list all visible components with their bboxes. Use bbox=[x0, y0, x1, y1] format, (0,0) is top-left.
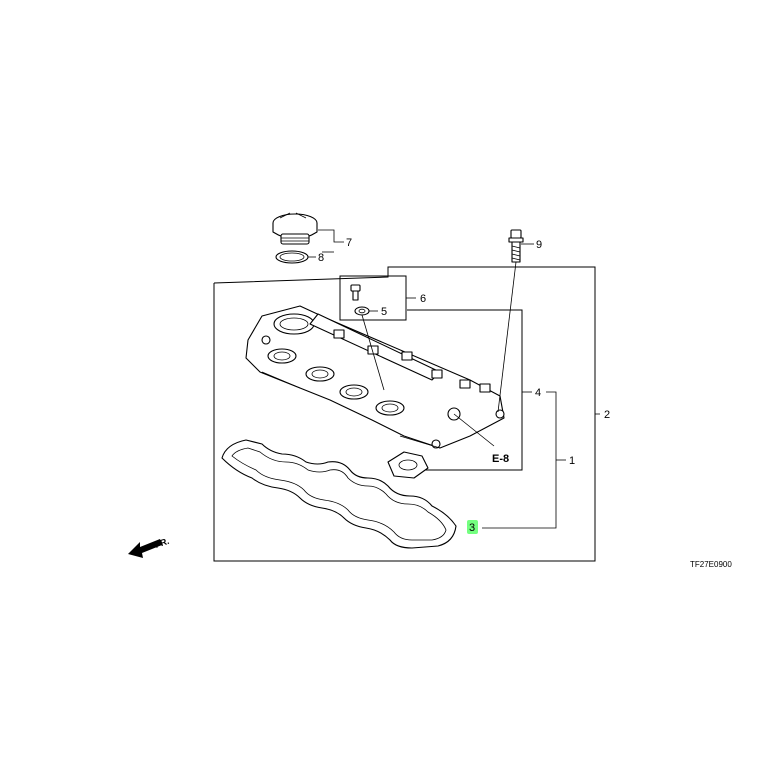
bolt-washer-box bbox=[339, 275, 407, 321]
sealing-washer bbox=[354, 306, 370, 316]
assembly-frame-outer bbox=[213, 266, 596, 562]
callout-9: 9 bbox=[536, 239, 542, 251]
callout-6: 6 bbox=[420, 293, 426, 305]
callout-5: 5 bbox=[381, 306, 387, 318]
head-cover-gasket bbox=[221, 439, 457, 549]
callout-3-highlight bbox=[467, 520, 478, 534]
front-label: FR. bbox=[154, 536, 171, 550]
assembly-frame-inner bbox=[407, 309, 523, 471]
callout-1: 1 bbox=[569, 455, 575, 467]
leader-lines bbox=[308, 229, 600, 529]
callout-2: 2 bbox=[604, 409, 610, 421]
callout-4: 4 bbox=[535, 387, 541, 399]
oil-filler-cap bbox=[272, 212, 318, 245]
cover-bolt bbox=[508, 229, 524, 263]
callout-8: 8 bbox=[318, 252, 324, 264]
reference-e8: E-8 bbox=[492, 453, 509, 465]
diagram-code: TF27E0900 bbox=[690, 560, 732, 569]
plug-tube-seal bbox=[387, 451, 429, 479]
callout-7: 7 bbox=[346, 237, 352, 249]
cover-nut-bolt bbox=[350, 284, 361, 301]
callout-3: 3 bbox=[469, 522, 475, 534]
front-direction-arrow: FR. bbox=[128, 536, 170, 558]
cylinder-head-cover bbox=[245, 305, 505, 449]
